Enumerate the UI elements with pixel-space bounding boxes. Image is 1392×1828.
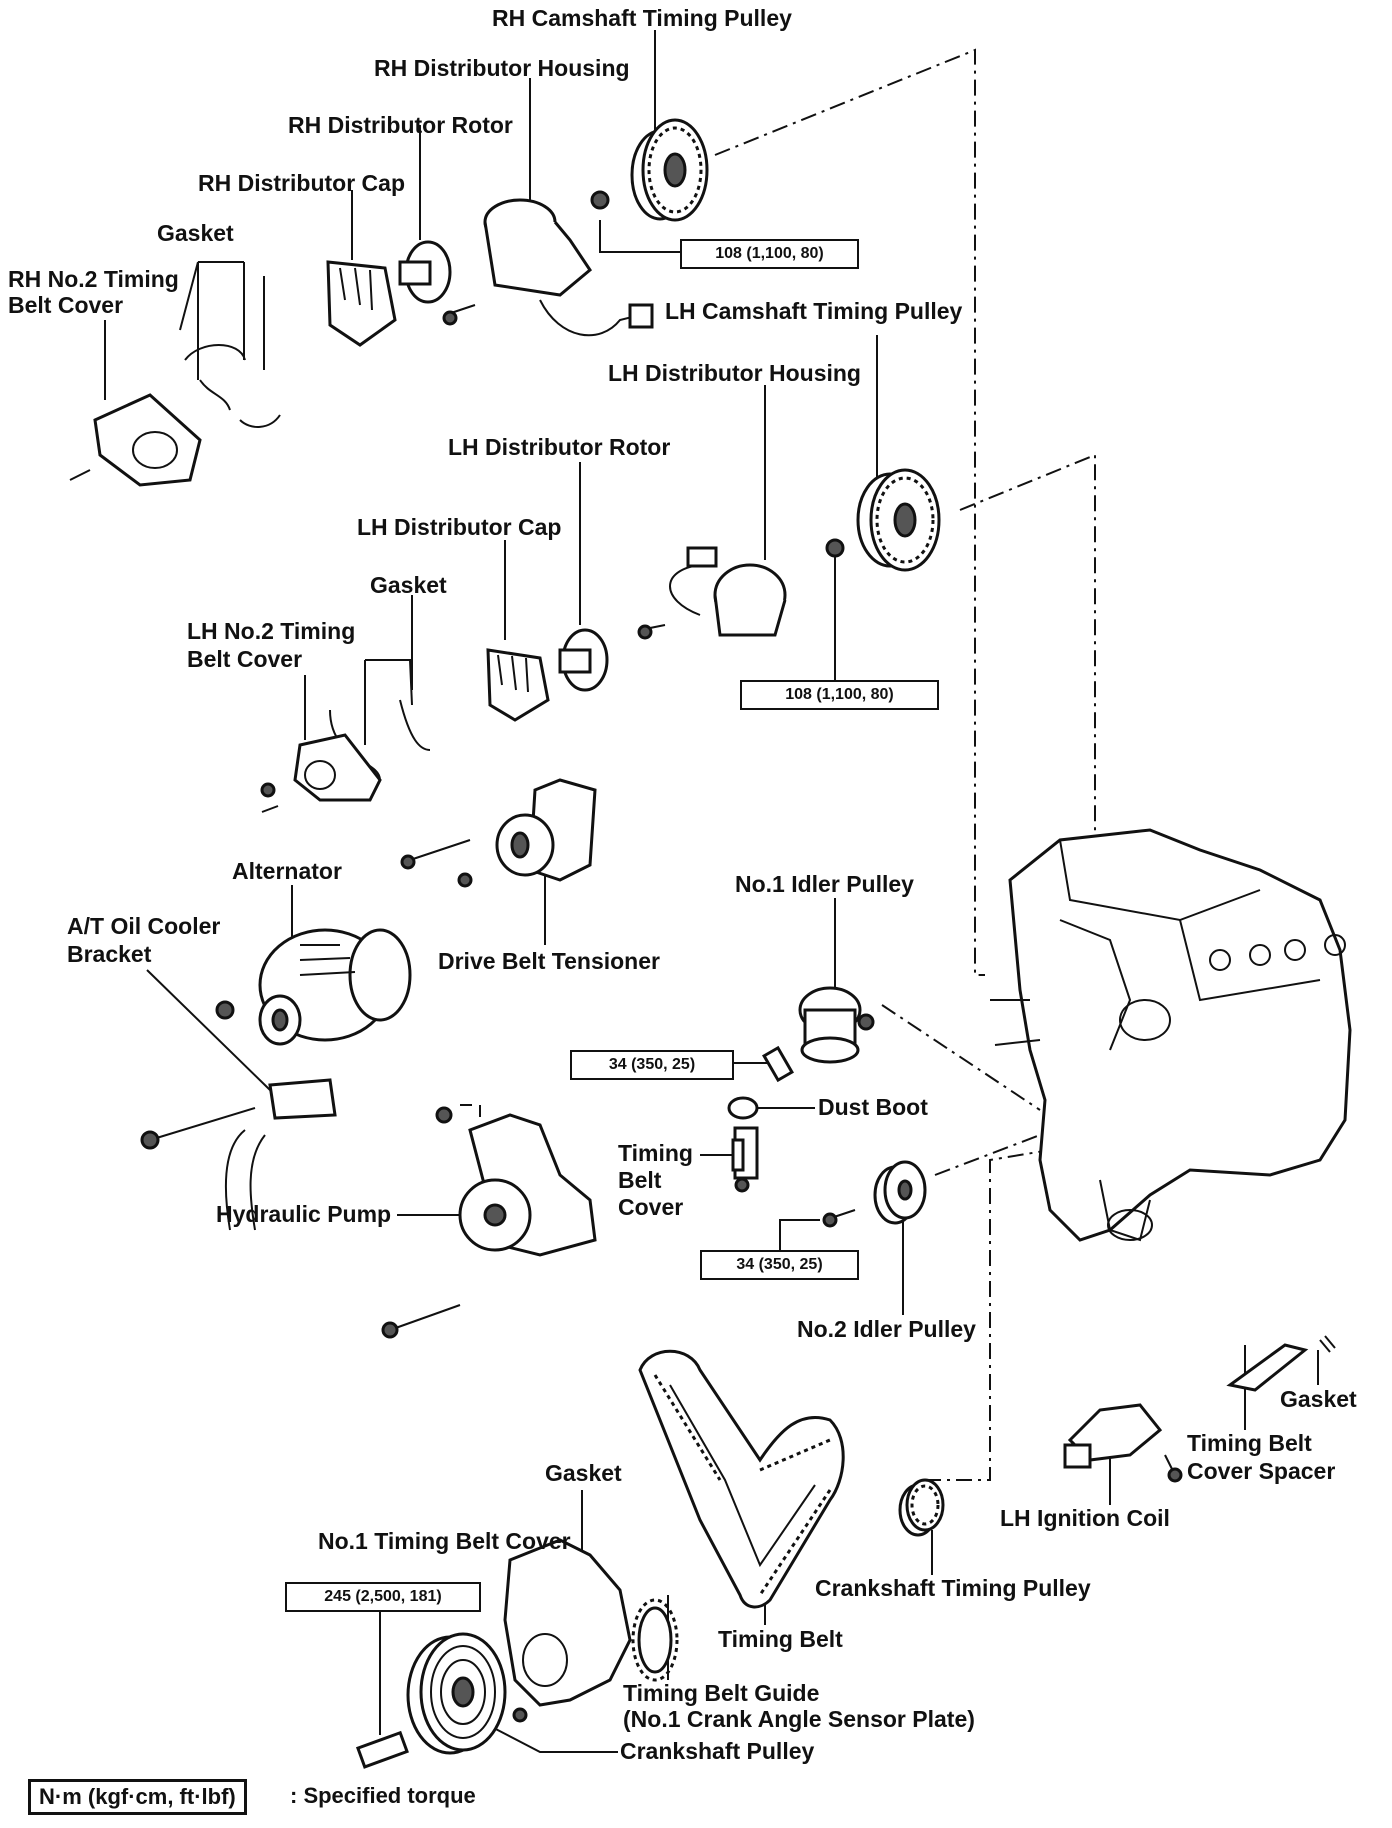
no1-timing-belt-cover-part [503,1538,632,1723]
timing-belt-label: Timing Belt [718,1626,843,1652]
cover-spacer-label-line2: Cover Spacer [1187,1458,1336,1484]
lh-camshaft-pulley-label: LH Camshaft Timing Pulley [665,298,963,324]
torque-legend-text: : Specified torque [290,1783,476,1808]
cover-spacer-label-line1: Timing Belt [1187,1430,1312,1456]
alternator-part [215,928,412,1046]
lh-distributor-cap [486,648,550,722]
crankshaft-timing-pulley-label: Crankshaft Timing Pulley [815,1575,1091,1601]
lh-cam-torque-box: 108 (1,100, 80) [740,680,939,710]
idler1-torque-box: 34 (350, 25) [570,1050,734,1080]
drive-belt-tensioner-part [400,778,597,888]
rh-cam-torque-box: 108 (1,100, 80) [680,239,859,269]
lh-distributor-housing-label: LH Distributor Housing [608,360,861,386]
gasket-bottom-label: Gasket [545,1460,622,1486]
at-oil-cooler-label-line1: A/T Oil Cooler [67,913,221,939]
drive-belt-tensioner-label: Drive Belt Tensioner [438,948,660,974]
rh-no2-cover-part [69,393,202,487]
crankshaft-pulley-part [355,1632,507,1769]
rh-distributor-housing-label: RH Distributor Housing [374,55,630,81]
lh-distributor-rotor [558,628,609,692]
lh-camshaft-pulley [825,468,941,572]
lh-ignition-coil-part [1063,1403,1183,1483]
rh-distributor-rotor [398,240,476,326]
rh-distributor-cap [326,260,397,347]
rh-distributor-rotor-label: RH Distributor Rotor [288,112,513,138]
gasket-top-part [184,344,281,428]
hydraulic-pump-label: Hydraulic Pump [216,1201,392,1227]
rh-no2-cover-label-line1: RH No.2 Timing [8,266,179,292]
rh-distributor-housing [483,198,654,337]
gasket-mid-label: Gasket [370,572,447,598]
rh-camshaft-pulley [590,118,709,222]
rh-camshaft-pulley-label: RH Camshaft Timing Pulley [492,5,792,31]
dust-boot-part [727,1096,759,1193]
lh-no2-cover-label-line1: LH No.2 Timing [187,618,356,644]
crankshaft-pulley-label: Crankshaft Pulley [620,1738,815,1764]
idler2-torque-box: 34 (350, 25) [700,1250,859,1280]
timing-belt-part [638,1349,845,1609]
crankshaft-timing-pulley-part [898,1478,945,1537]
lh-ignition-coil-label: LH Ignition Coil [1000,1505,1170,1531]
no2-idler-pulley-label: No.2 Idler Pulley [797,1316,976,1342]
timing-belt-guide-part [631,1598,679,1682]
rh-distributor-cap-label: RH Distributor Cap [198,170,405,196]
rh-no2-cover-label-line2: Belt Cover [8,292,124,318]
lh-no2-cover-part [260,733,382,813]
hydraulic-pump-part [381,1106,597,1339]
lh-distributor-housing [637,546,787,640]
at-oil-cooler-label-line2: Bracket [67,941,152,967]
timing-belt-cover-label-line2: Belt [618,1167,662,1193]
timing-belt-guide-label-line2: (No.1 Crank Angle Sensor Plate) [623,1706,975,1732]
alternator-label: Alternator [232,858,342,884]
lh-distributor-rotor-label: LH Distributor Rotor [448,434,671,460]
no1-timing-belt-cover-label: No.1 Timing Belt Cover [318,1528,571,1554]
lh-no2-cover-label-line2: Belt Cover [187,646,303,672]
gasket-top-label: Gasket [157,220,234,246]
at-oil-cooler-bracket-part [140,1078,337,1231]
lh-distributor-cap-label: LH Distributor Cap [357,514,562,540]
no2-idler-pulley-part [822,1160,927,1228]
dust-boot-label: Dust Boot [818,1094,928,1120]
torque-legend-unit: N·m (kgf·cm, ft·lbf) [28,1779,247,1815]
timing-belt-cover-label-line1: Timing [618,1140,693,1166]
crank-torque-box: 245 (2,500, 181) [285,1582,481,1612]
no1-idler-pulley-part [762,986,875,1083]
no1-idler-pulley-label: No.1 Idler Pulley [735,871,914,897]
engine-block-part [990,828,1352,1242]
timing-belt-cover-label-line3: Cover [618,1194,684,1220]
gasket-right-label: Gasket [1280,1386,1357,1412]
cover-spacer-part [1226,1335,1336,1392]
timing-belt-guide-label-line1: Timing Belt Guide [623,1680,820,1706]
